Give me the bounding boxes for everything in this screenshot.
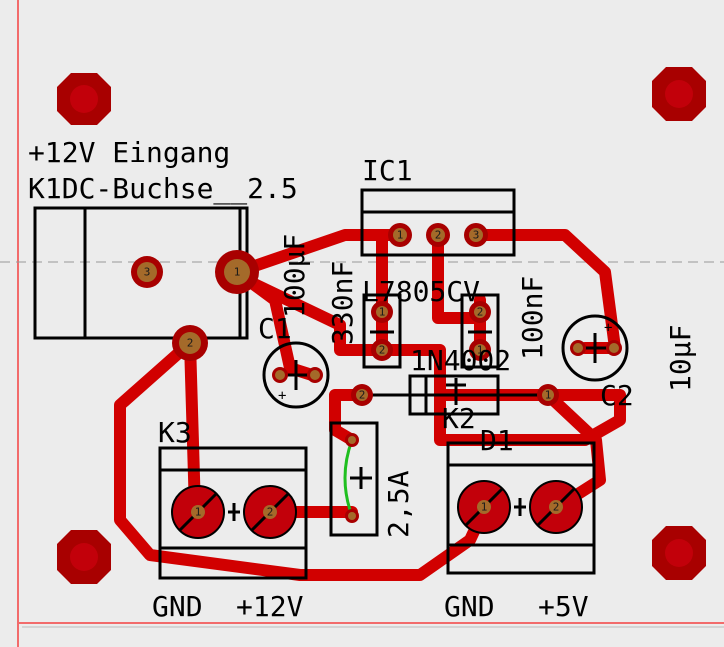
- diode-1n4002: 2 1: [351, 374, 559, 416]
- svg-text:+: +: [278, 388, 286, 404]
- d1-label: D1: [480, 424, 514, 457]
- diode-part-label: 1N4002: [410, 344, 511, 377]
- gnd-right-label: GND: [444, 590, 495, 623]
- mounting-hole-bottom-left: [57, 530, 111, 584]
- jack-pad-2-label: 2: [187, 337, 194, 350]
- c1-label: C1: [258, 312, 292, 345]
- c2-label: C2: [600, 379, 634, 412]
- svg-text:+: +: [604, 320, 612, 336]
- dc-jack-k1: 3 1 2: [33, 206, 259, 361]
- jack-part-label: K1DC-Buchse__2.5: [28, 172, 298, 206]
- jack-pad-3-label: 3: [144, 266, 151, 279]
- svg-text:2: 2: [267, 506, 274, 519]
- fuse-holder: [329, 421, 379, 537]
- power-input-label: +12V Eingang: [28, 136, 230, 169]
- c1-value-label: 100µF: [278, 234, 311, 318]
- mounting-hole-top-left: [57, 73, 111, 125]
- svg-text:1: 1: [477, 344, 484, 357]
- jack-pad-1-label: 1: [234, 266, 241, 279]
- svg-text:1: 1: [379, 306, 386, 319]
- k2-label: K2: [442, 402, 476, 435]
- gnd-left-label: GND: [152, 590, 203, 623]
- fuse-value-label: 2,5A: [382, 470, 415, 538]
- plus5-label: +5V: [538, 590, 589, 623]
- svg-text:3: 3: [473, 229, 480, 242]
- svg-text:2: 2: [359, 389, 366, 402]
- svg-text:1: 1: [481, 501, 488, 514]
- mounting-hole-bottom-right: [652, 526, 706, 580]
- svg-text:1: 1: [397, 229, 404, 242]
- svg-text:2: 2: [379, 344, 386, 357]
- capacitor-100nf: 2 1: [460, 293, 500, 369]
- capacitor-c1: +: [262, 341, 330, 409]
- ic1-label: IC1: [362, 154, 413, 187]
- plus12-label: +12V: [236, 590, 304, 623]
- svg-text:2: 2: [553, 501, 560, 514]
- c100n-value-label: 100nF: [516, 276, 549, 360]
- mounting-hole-top-right: [652, 67, 706, 121]
- regulator-label: L7805CV: [362, 275, 480, 308]
- terminal-block-k3: 1 2: [158, 446, 308, 580]
- svg-text:1: 1: [195, 506, 202, 519]
- regulator-ic1: 1 2 3: [360, 188, 516, 257]
- capacitor-330nf: 1 2: [362, 293, 402, 369]
- c2-value-label: 10µF: [664, 325, 697, 392]
- svg-text:2: 2: [435, 229, 442, 242]
- svg-text:2: 2: [477, 306, 484, 319]
- k3-label: K3: [158, 416, 192, 449]
- svg-text:1: 1: [545, 389, 552, 402]
- terminal-block-d1: 1 2: [446, 441, 596, 575]
- c330-value-label: 330nF: [326, 261, 359, 345]
- capacitor-c2: +: [561, 314, 629, 382]
